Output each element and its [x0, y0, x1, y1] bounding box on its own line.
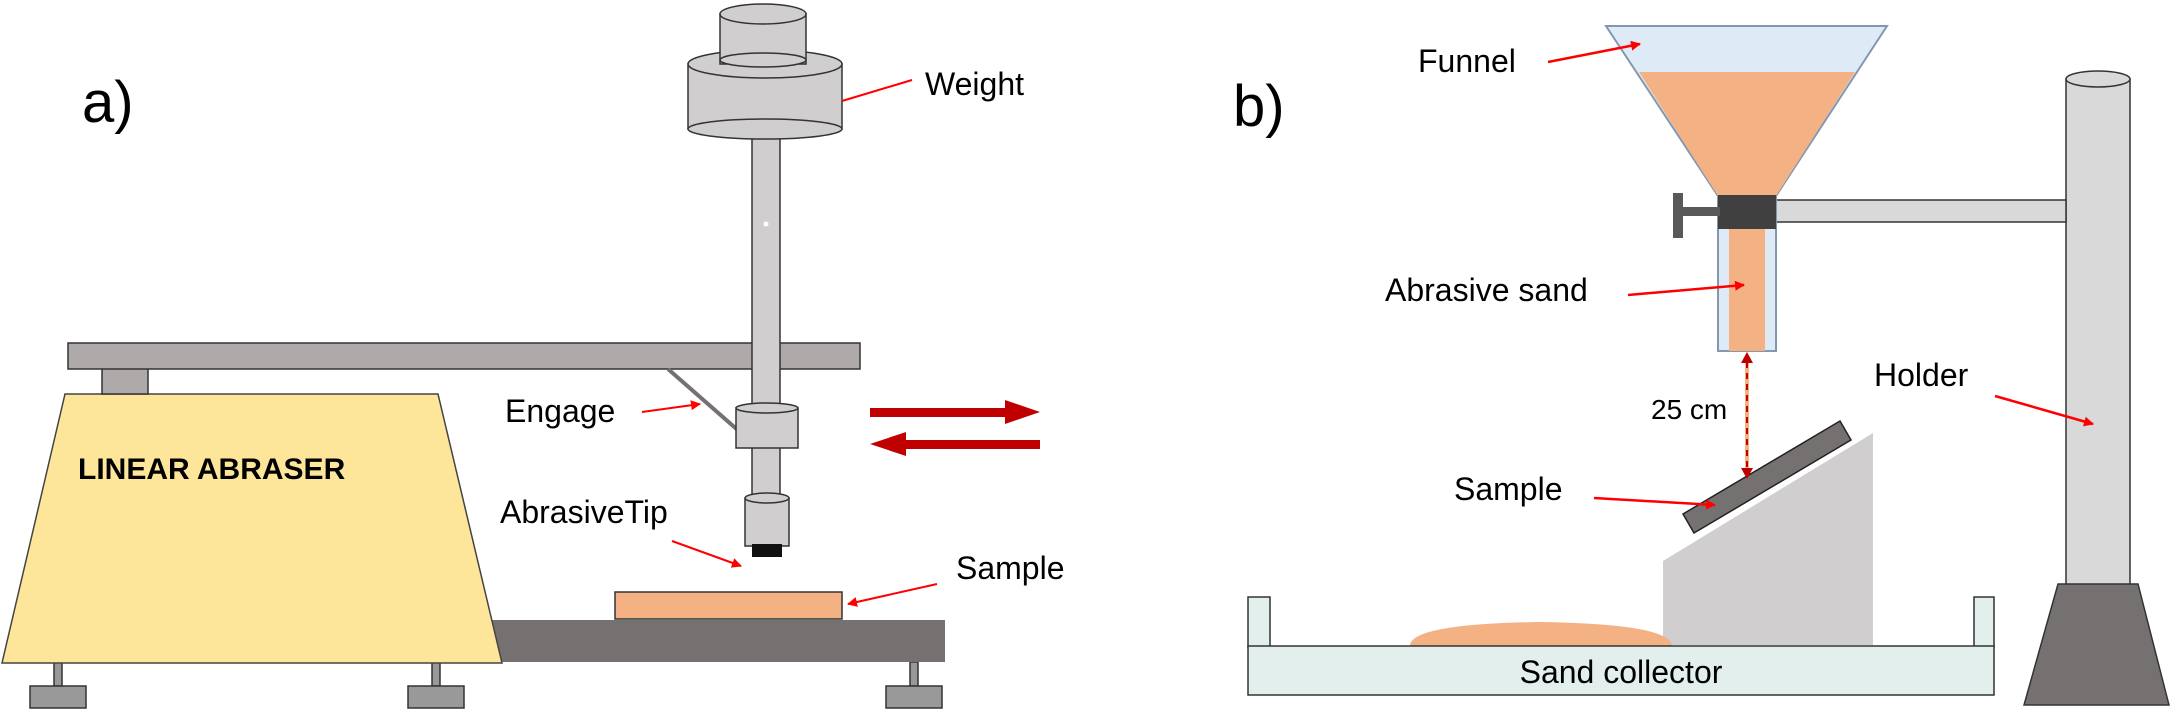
abrasive-tip-label: AbrasiveTip — [500, 494, 668, 530]
sample-b-label: Sample — [1454, 471, 1563, 507]
weight-leader — [841, 79, 913, 102]
sample-a-label: Sample — [956, 550, 1065, 586]
panel-a: a) LINEAR ABRASER — [1, 3, 1065, 709]
sample-support-ramp — [1663, 433, 1873, 645]
machine-base-plate — [490, 620, 945, 662]
engage-collar — [735, 402, 799, 449]
valve — [1673, 193, 1776, 238]
panel-b-label: b) — [1233, 74, 1285, 139]
vertical-shaft — [751, 131, 781, 507]
sand-collector-label: Sand collector — [1520, 654, 1723, 690]
holder-leader — [1994, 394, 2094, 427]
drop-distance-indicator — [1741, 352, 1753, 479]
weight-label: Weight — [925, 66, 1024, 102]
engage-leader — [641, 400, 701, 413]
horizontal-arm — [67, 342, 861, 370]
abrasive-sand-leader — [1627, 280, 1745, 297]
holder-arm — [1774, 199, 2067, 223]
sample-b-leader — [1593, 496, 1716, 510]
engage-link — [666, 367, 742, 434]
machine-feet — [29, 661, 943, 709]
holder-label: Holder — [1874, 357, 1969, 393]
funnel-label: Funnel — [1418, 43, 1516, 79]
weight — [687, 3, 843, 140]
sample-a-leader — [847, 583, 938, 607]
panel-a-label: a) — [82, 70, 134, 135]
funnel-leader — [1547, 40, 1641, 64]
abrasive-sand-label: Abrasive sand — [1385, 272, 1588, 308]
abrasive-tip-leader — [671, 540, 742, 568]
abrasive-tip — [744, 492, 790, 557]
distance-label: 25 cm — [1651, 394, 1727, 425]
sand-collector — [1247, 596, 1995, 696]
funnel — [1604, 25, 1889, 352]
holder — [2023, 70, 2170, 706]
engage-label: Engage — [505, 393, 615, 429]
linear-abraser-label: LINEAR ABRASER — [78, 453, 346, 486]
arm-connector-block — [101, 367, 149, 395]
panel-b: b) Sand collector — [1233, 25, 2170, 706]
sample-a — [614, 591, 843, 620]
linear-abraser-body — [1, 393, 503, 664]
motion-arrows — [870, 400, 1040, 456]
sample-b — [1681, 419, 1853, 535]
